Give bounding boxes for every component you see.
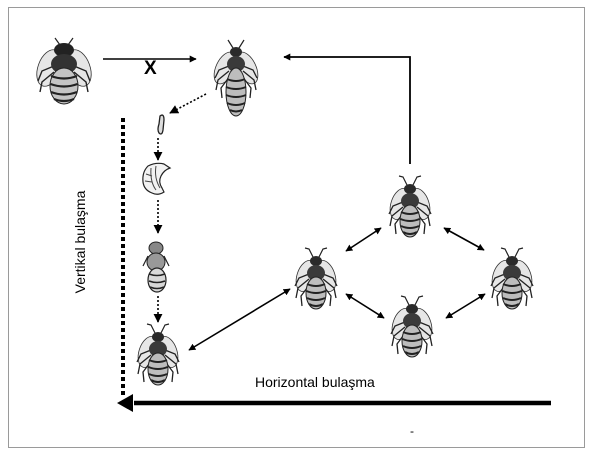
colony-to-offspring-arrow bbox=[189, 289, 290, 350]
queen-to-egg-arrow bbox=[170, 94, 206, 113]
colony-bee-right bbox=[488, 248, 535, 309]
colony-bee-bottom bbox=[388, 296, 435, 357]
colony-to-queen-arrow bbox=[284, 57, 410, 164]
larva bbox=[143, 163, 170, 194]
colony-arrow-left-top bbox=[346, 228, 381, 251]
queen-bee bbox=[210, 40, 263, 116]
horizontal-transmission-label: Horizontal bulaşma bbox=[255, 374, 375, 390]
colony-arrow-bottom-right bbox=[446, 294, 485, 318]
stray-mark: - bbox=[410, 424, 414, 438]
cross-mark-label: X bbox=[144, 58, 157, 80]
drone-bee bbox=[32, 38, 96, 104]
egg bbox=[158, 115, 164, 134]
colony-arrow-top-right bbox=[444, 228, 484, 250]
worker-offspring-bee bbox=[134, 324, 181, 385]
horizontal-transmission-arrowhead bbox=[117, 394, 133, 412]
colony-bee-top bbox=[386, 176, 433, 237]
colony-arrow-left-bottom bbox=[346, 294, 384, 318]
colony-bee-left bbox=[292, 248, 339, 309]
vertical-transmission-label: Vertikal bulaşma bbox=[72, 191, 88, 294]
pupa bbox=[143, 242, 169, 292]
